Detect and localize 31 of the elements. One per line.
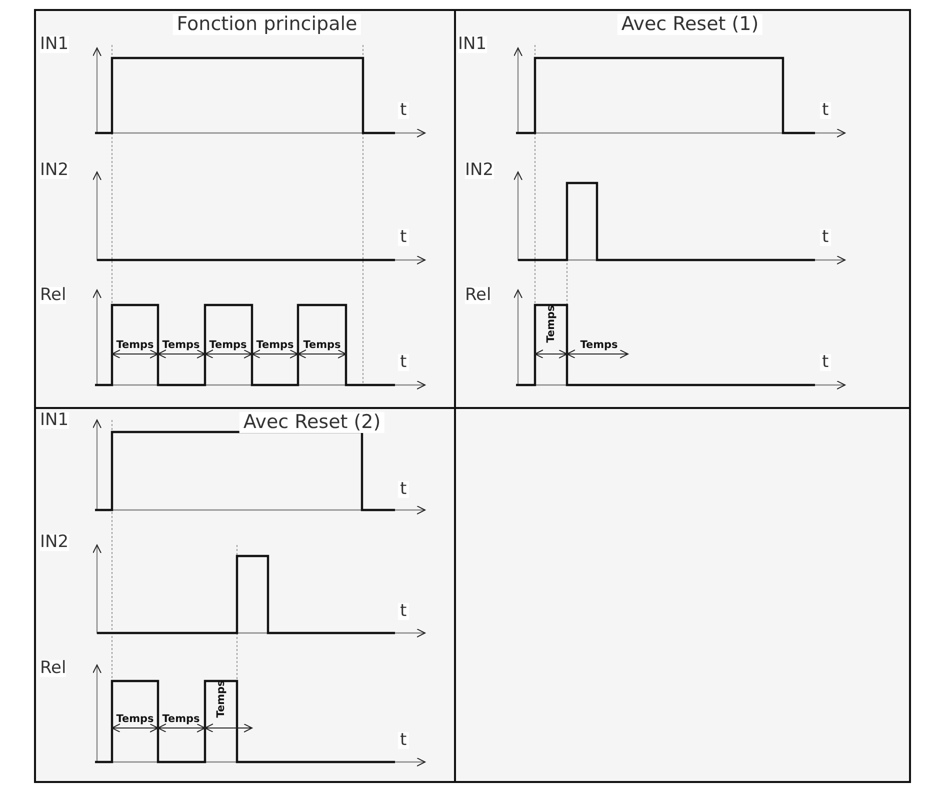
panel-title: Avec Reset (2) [239,412,385,433]
time-axis-label: t [398,481,409,498]
signal-name: Rel [465,287,492,304]
time-axis-label: t [398,354,409,371]
signal-name: Rel [40,660,66,677]
duration-label: Temps [116,340,154,350]
signal-name: IN2 [465,162,494,179]
panel-title: Fonction principale [172,14,362,35]
duration-label: Temps [116,714,154,724]
duration-label: Temps [580,340,618,350]
signal-name: IN1 [40,36,69,53]
duration-label: Temps [209,340,247,350]
duration-label: Temps [546,305,556,343]
duration-label: Temps [162,714,200,724]
signal-name: IN2 [40,162,69,179]
duration-label: Temps [303,340,341,350]
time-axis-label: t [398,102,409,119]
duration-label: Temps [162,340,200,350]
time-axis-label: t [820,229,831,246]
time-axis-label: t [398,603,409,620]
time-axis-label: t [820,354,831,371]
duration-label: Temps [216,680,226,718]
duration-label: Temps [256,340,294,350]
time-axis-label: t [398,229,409,246]
signal-name: IN1 [40,412,69,429]
time-axis-label: t [398,732,409,749]
signal-name: IN2 [40,534,69,551]
signal-name: Rel [40,287,66,304]
panel-title: Avec Reset (1) [617,14,763,35]
signal-name: IN1 [458,36,487,53]
time-axis-label: t [820,102,831,119]
